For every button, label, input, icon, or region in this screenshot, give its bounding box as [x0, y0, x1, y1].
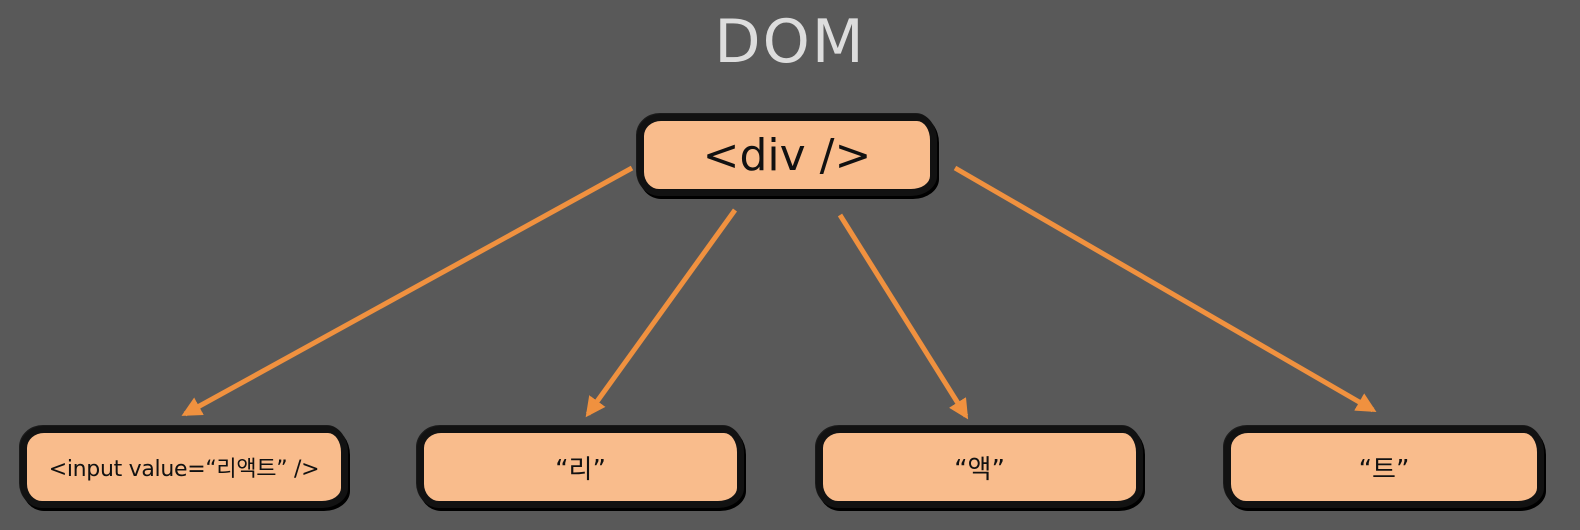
node-text-ri-label: “리” [555, 454, 606, 485]
node-text-teu: “트” [1224, 426, 1544, 508]
node-text-aek: “액” [816, 426, 1143, 508]
node-text-ri: “리” [417, 426, 744, 508]
edge-root-to-aek [837, 213, 969, 420]
node-text-aek-label: “액” [954, 454, 1005, 485]
edge-root-to-teu [953, 165, 1377, 413]
edge-root-to-input [181, 165, 634, 417]
diagram-title: DOM [714, 7, 866, 77]
edge-root-to-ri [585, 208, 738, 418]
node-input: <input value=“리액트” /> [20, 426, 348, 508]
node-text-teu-label: “트” [1358, 454, 1410, 485]
node-div-label: <div /> [702, 129, 872, 181]
node-div-root: <div /> [637, 114, 937, 196]
node-input-label: <input value=“리액트” /> [48, 457, 320, 482]
